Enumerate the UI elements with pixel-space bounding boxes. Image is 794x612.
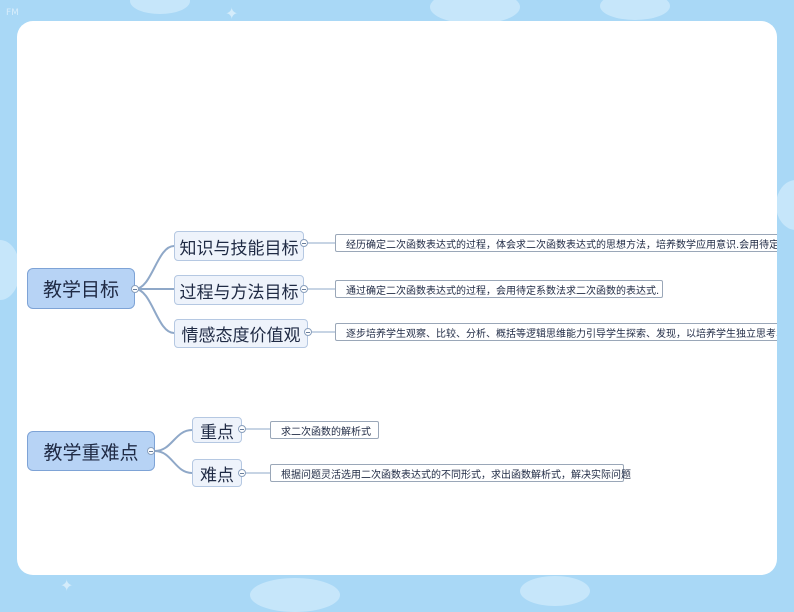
root-label: 教学重难点: [43, 438, 138, 465]
background-cloud: [130, 0, 190, 14]
leaf-text: 根据问题灵活选用二次函数表达式的不同形式，求出函数解析式，解决实际问题: [281, 466, 631, 481]
collapse-icon[interactable]: [300, 285, 308, 293]
background-cloud: [600, 0, 670, 20]
leaf-difficult-point[interactable]: 根据问题灵活选用二次函数表达式的不同形式，求出函数解析式，解决实际问题: [270, 464, 624, 482]
leaf-text: 通过确定二次函数表达式的过程，会用待定系数法求二次函数的表达式.: [346, 282, 659, 297]
leaf-text: 经历确定二次函数表达式的过程，体会求二次函数表达式的思想方法，培养数学应用意识.…: [346, 236, 777, 251]
branch-label: 重点: [200, 418, 234, 443]
corner-label: FM: [6, 8, 19, 18]
collapse-icon[interactable]: [147, 447, 155, 455]
branch-label: 知识与技能目标: [180, 234, 299, 259]
branch-label: 过程与方法目标: [180, 278, 299, 303]
collapse-icon[interactable]: [131, 285, 139, 293]
root-label: 教学目标: [43, 275, 119, 302]
star-icon: ✦: [60, 576, 73, 595]
background-cloud: [776, 180, 794, 230]
branch-attitudes-values[interactable]: 情感态度价值观: [174, 319, 308, 348]
leaf-text: 逐步培养学生观察、比较、分析、概括等逻辑思维能力引导学生探索、发现，以培养学生独…: [346, 325, 777, 340]
branch-knowledge-skills[interactable]: 知识与技能目标: [174, 231, 304, 261]
branch-difficult-point[interactable]: 难点: [192, 459, 242, 487]
leaf-key-point[interactable]: 求二次函数的解析式: [270, 421, 379, 439]
leaf-process-methods[interactable]: 通过确定二次函数表达式的过程，会用待定系数法求二次函数的表达式.: [335, 280, 663, 298]
collapse-icon[interactable]: [304, 328, 312, 336]
branch-label: 难点: [200, 461, 234, 486]
leaf-text: 求二次函数的解析式: [281, 423, 371, 438]
background-cloud: [520, 576, 590, 606]
mindmap-root-key-points[interactable]: 教学重难点: [27, 431, 155, 471]
collapse-icon[interactable]: [300, 239, 308, 247]
background-cloud: [250, 578, 340, 612]
branch-label: 情感态度价值观: [182, 321, 301, 346]
leaf-knowledge-skills[interactable]: 经历确定二次函数表达式的过程，体会求二次函数表达式的思想方法，培养数学应用意识.…: [335, 234, 777, 252]
collapse-icon[interactable]: [238, 469, 246, 477]
content-card: 教学目标 知识与技能目标 经历确定二次函数表达式的过程，体会求二次函数表达式的思…: [17, 21, 777, 575]
leaf-attitudes-values[interactable]: 逐步培养学生观察、比较、分析、概括等逻辑思维能力引导学生探索、发现，以培养学生独…: [335, 323, 777, 341]
branch-key-point[interactable]: 重点: [192, 417, 242, 443]
collapse-icon[interactable]: [238, 425, 246, 433]
mindmap-root-goals[interactable]: 教学目标: [27, 268, 135, 309]
branch-process-methods[interactable]: 过程与方法目标: [174, 275, 304, 305]
